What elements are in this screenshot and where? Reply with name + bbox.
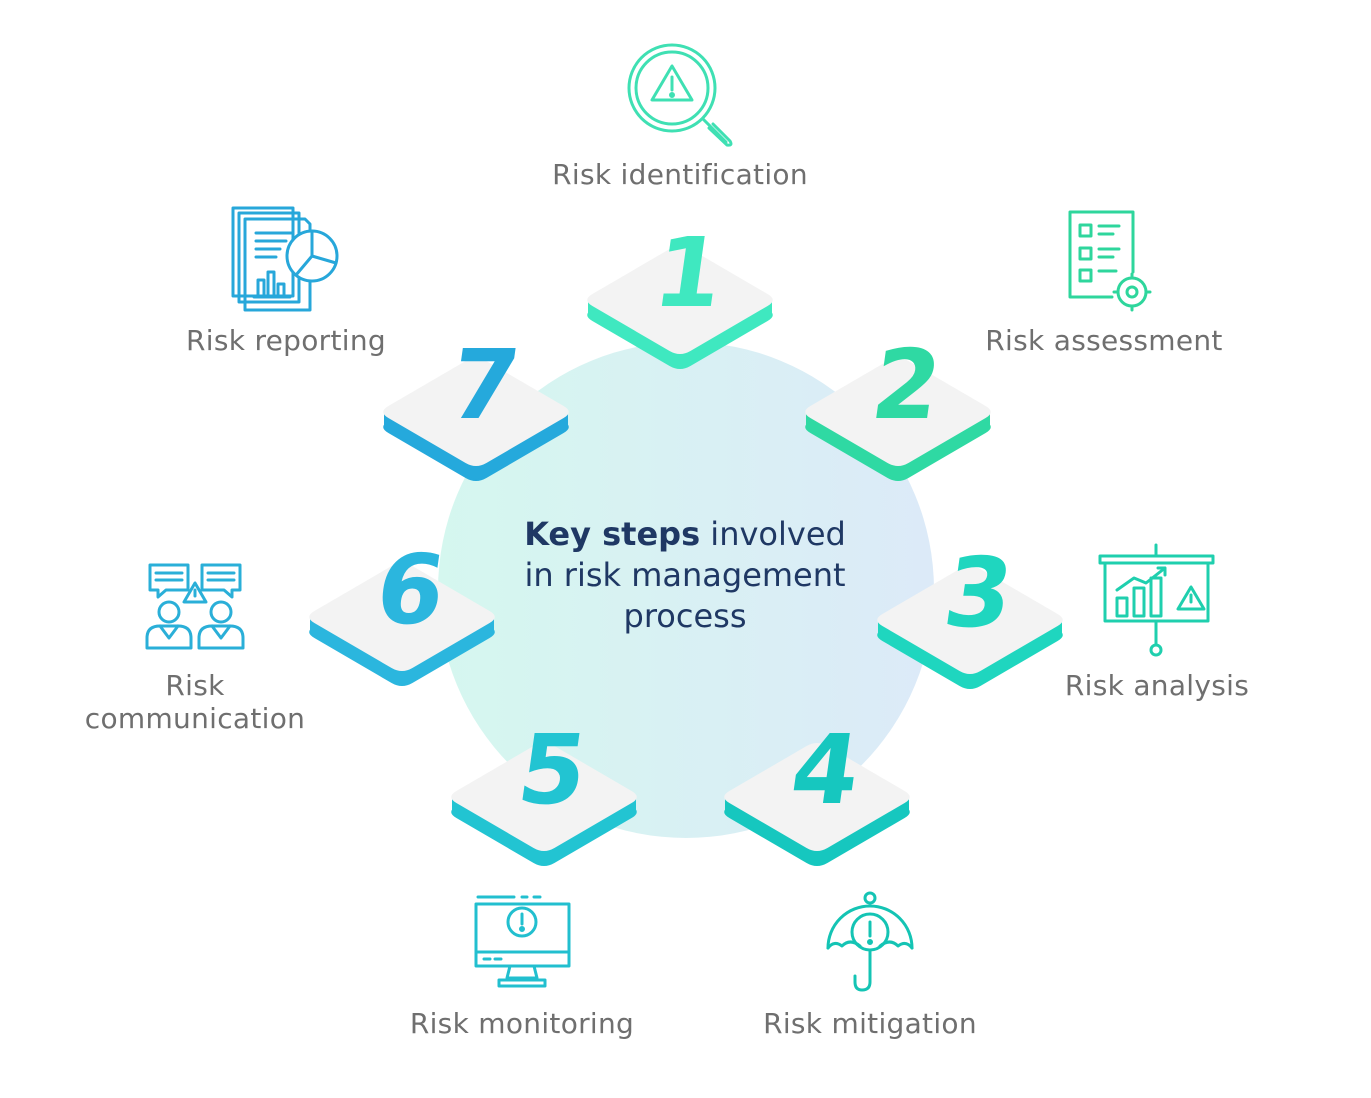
step-tile-4-top xyxy=(724,743,910,851)
step-tile-1: 1 xyxy=(587,216,773,369)
step-number-4: 4 xyxy=(784,713,867,825)
center-title-line3: process xyxy=(623,597,747,635)
step-6-label: Risk communication xyxy=(70,669,320,735)
center-title-rest: involved xyxy=(700,515,846,553)
step-2-label: Risk assessment xyxy=(985,324,1223,357)
step-4-label: Risk mitigation xyxy=(763,1007,977,1040)
step-number-2: 2 xyxy=(865,328,948,440)
step-number-3: 3 xyxy=(937,536,1020,648)
umbrella-warning-icon xyxy=(826,891,914,992)
step-tile-2-side xyxy=(806,412,990,480)
center-circle xyxy=(438,342,934,838)
step-tile-1-top xyxy=(587,246,773,354)
step-6-label-line2: communication xyxy=(84,702,306,735)
step-tile-5: 5 xyxy=(451,713,637,866)
step-number-7: 7 xyxy=(443,328,526,440)
checklist-gear-icon xyxy=(1068,210,1152,312)
step-tile-7: 7 xyxy=(383,328,569,481)
step-6-label-line1: Risk xyxy=(165,669,225,702)
step-tile-5-top xyxy=(451,743,637,851)
step-tile-3-side xyxy=(878,620,1062,688)
center-title: Key steps involved in risk management pr… xyxy=(470,514,900,637)
step-number-5: 5 xyxy=(511,713,594,825)
step-number-1: 1 xyxy=(647,216,730,328)
step-tile-7-top xyxy=(383,358,569,466)
center-title-bold: Key steps xyxy=(524,515,701,553)
step-5-label: Risk monitoring xyxy=(409,1007,635,1040)
step-tile-2-top xyxy=(805,358,991,466)
step-tile-7-side xyxy=(384,412,568,480)
step-3-label: Risk analysis xyxy=(1064,669,1250,702)
step-tile-3-top xyxy=(877,566,1063,674)
presentation-chart-warning-icon xyxy=(1098,543,1215,657)
step-7-label: Risk reporting xyxy=(186,324,386,357)
step-tile-6-side xyxy=(310,617,494,685)
people-chat-warning-icon xyxy=(145,563,245,650)
step-tile-4-side xyxy=(725,797,909,865)
step-tile-5-side xyxy=(452,797,636,865)
step-tile-6: 6 xyxy=(309,533,495,686)
documents-pie-chart-icon xyxy=(231,206,339,312)
step-tile-4: 4 xyxy=(724,713,910,866)
step-tile-6-top xyxy=(309,563,495,671)
step-tile-2: 2 xyxy=(805,328,991,481)
step-tile-1-side xyxy=(588,300,772,368)
step-number-6: 6 xyxy=(369,533,452,645)
magnifier-warning-icon xyxy=(627,43,733,147)
center-title-line2: in risk management xyxy=(524,556,846,594)
step-1-label: Risk identification xyxy=(552,158,808,191)
monitor-warning-icon xyxy=(474,895,571,988)
step-tile-3: 3 xyxy=(877,536,1063,689)
